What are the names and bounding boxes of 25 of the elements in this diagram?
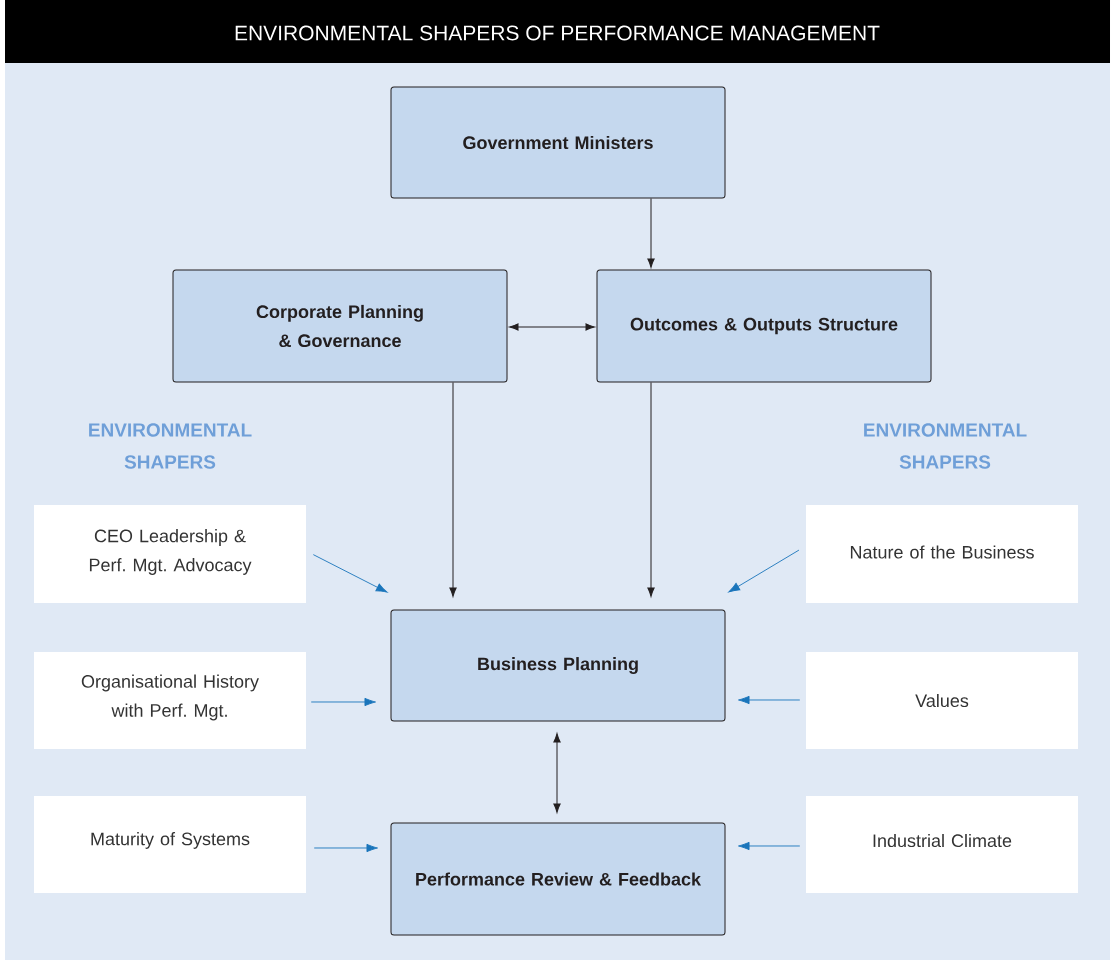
process-box: Performance Review & Feedback — [390, 822, 726, 936]
arrow — [509, 323, 595, 331]
arrow — [449, 382, 457, 597]
shaper-box: Nature of the Business — [806, 505, 1078, 603]
arrow — [647, 382, 655, 597]
side-heading: ENVIRONMENTAL SHAPERS — [89, 423, 252, 469]
arrow — [728, 549, 800, 593]
arrow — [553, 733, 561, 813]
shaper-box: CEO Leadership & Perf. Mgt. Advocacy — [34, 505, 306, 603]
arrow — [313, 843, 378, 853]
shaper-box: Organisational History with Perf. Mgt. — [34, 652, 306, 749]
process-box: Business Planning — [390, 609, 726, 722]
arrow — [312, 554, 388, 593]
arrow — [738, 841, 801, 851]
process-box: Outcomes & Outputs Structure — [596, 269, 932, 383]
process-box: Corporate Planning & Governance — [172, 269, 508, 383]
arrow — [738, 695, 801, 705]
shaper-box: Maturity of Systems — [34, 796, 306, 893]
arrow — [647, 198, 655, 268]
shaper-box: Values — [806, 652, 1078, 749]
process-box: Government Ministers — [390, 86, 726, 199]
side-heading: ENVIRONMENTAL SHAPERS — [864, 423, 1027, 469]
shaper-box: Industrial Climate — [806, 796, 1078, 893]
arrow — [310, 697, 376, 707]
title-bar: ENVIRONMENTAL SHAPERS OF PERFORMANCE MANAGEMENT — [5, 0, 1110, 63]
